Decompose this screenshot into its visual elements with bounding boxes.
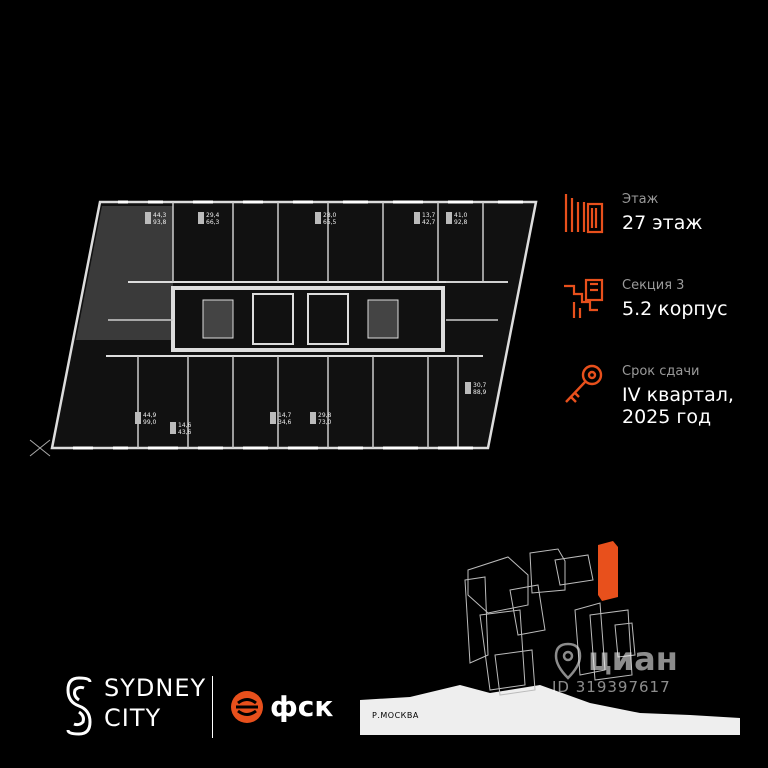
unit-area2: 88,9: [473, 389, 487, 396]
watermark-name: циан: [588, 640, 678, 678]
core: [171, 286, 445, 352]
site-map: [360, 541, 740, 735]
unit-area2: 65,5: [323, 219, 337, 226]
deadline-label: Срок сдачи: [622, 364, 700, 379]
unit-area1: 13,7: [422, 212, 436, 219]
unit-area2: 66,3: [206, 219, 220, 226]
city-word: CITY: [104, 704, 162, 732]
unit-area1: 29,8: [318, 412, 332, 419]
unit-area1: 28,0: [323, 212, 337, 219]
map-pin-icon: [554, 642, 582, 680]
logo-divider: [212, 676, 213, 738]
unit-area2: 99,0: [143, 419, 157, 426]
unit-area1: 30,7: [473, 382, 487, 389]
deadline-value-line1: IV квартал,: [622, 384, 734, 406]
highlight-area: [76, 206, 173, 340]
unit-area2: 73,0: [318, 419, 332, 426]
compass-icon: [29, 439, 51, 457]
fsk-logo: фск: [230, 688, 340, 728]
unit-area1: 41,0: [454, 212, 468, 219]
unit-area2: 93,8: [153, 219, 167, 226]
sydney-city-mark-icon: [66, 676, 92, 736]
unit-area2: 42,7: [422, 219, 436, 226]
unit-area1: 44,3: [153, 212, 167, 219]
unit-area2: 92,8: [454, 219, 468, 226]
fsk-mark-icon: [231, 691, 263, 723]
floor-label: Этаж: [622, 192, 659, 207]
sydney-city-logo: SYDNEY CITY: [64, 674, 207, 738]
unit-area1: 14,7: [278, 412, 292, 419]
watermark-id: ID 319397617: [552, 678, 671, 696]
section-value: 5.2 корпус: [622, 298, 728, 320]
deadline-value-line2: 2025 год: [622, 406, 712, 428]
floor-icon: [564, 194, 604, 234]
unit-area1: 44,9: [143, 412, 157, 419]
river-label: Р.МОСКВА: [372, 711, 419, 720]
key-icon: [565, 364, 603, 403]
unit-area1: 14,6: [178, 422, 192, 429]
cian-watermark: циан ID 319397617: [550, 640, 730, 700]
fsk-word: фск: [270, 690, 334, 723]
section-label: Секция 3: [622, 278, 685, 293]
unit-area1: 29,4: [206, 212, 220, 219]
current-building: [598, 541, 618, 601]
floor-value: 27 этаж: [622, 212, 703, 234]
stairs-icon: [564, 278, 604, 318]
sydney-word: SYDNEY: [104, 674, 207, 702]
unit-area2: 43,6: [178, 429, 192, 436]
unit-area2: 34,6: [278, 419, 292, 426]
floor-plan: 44,3 93,8 29,4 66,3 28,0 65,5 13,7 42,7 …: [29, 200, 538, 457]
